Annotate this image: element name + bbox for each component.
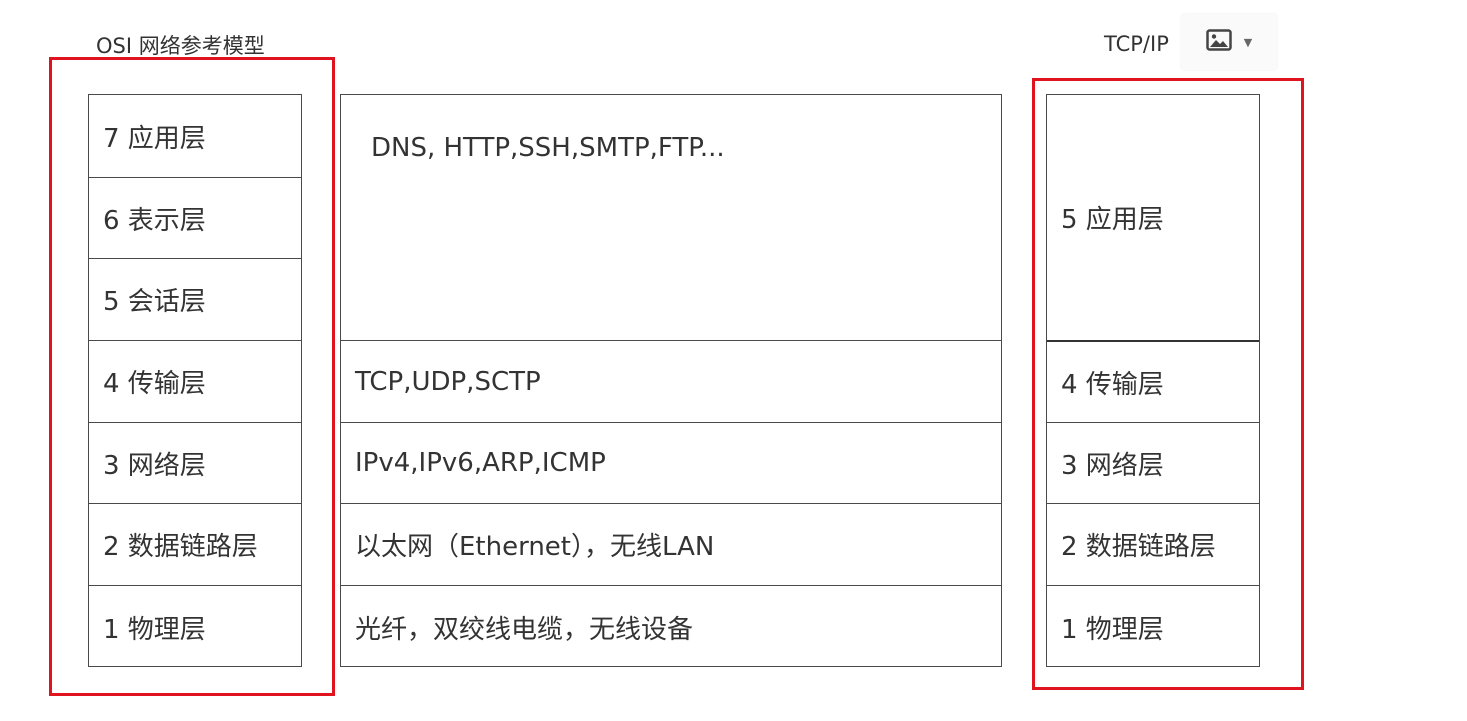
physical-protocols: 光纤，双绞线电缆，无线设备 — [341, 585, 1001, 668]
osi-highlight-box — [49, 57, 335, 696]
tcpip-layer-5: 5 应用层 — [1061, 205, 1164, 235]
osi-layer-7: 7 应用层 — [103, 123, 206, 154]
osi-layer-4: 4 传输层 — [89, 340, 301, 422]
network-protocols: IPv4,IPv6,ARP,ICMP — [341, 422, 1001, 503]
tcpip-layer-1: 1 物理层 — [1047, 585, 1259, 668]
osi-layer-2: 2 数据链路层 — [89, 503, 301, 585]
tcpip-highlight-box — [1032, 78, 1304, 690]
tcpip-layer-2: 2 数据链路层 — [1047, 503, 1259, 585]
tcpip-layer-stack: 5 应用层 4 传输层 3 网络层 2 数据链路层 1 物理层 — [1046, 94, 1260, 667]
osi-model-title: OSI 网络参考模型 — [96, 34, 265, 58]
tcpip-layer-4: 4 传输层 — [1047, 340, 1259, 422]
osi-layer-6: 6 表示层 — [89, 177, 301, 258]
transport-protocols: TCP,UDP,SCTP — [341, 340, 1001, 422]
protocol-stack: DNS, HTTP,SSH,SMTP,FTP... TCP,UDP,SCTP I… — [340, 94, 1002, 667]
osi-layer-stack: 7 应用层 6 表示层 5 会话层 4 传输层 3 网络层 2 数据链路层 1 … — [88, 94, 302, 667]
chevron-down-icon[interactable]: ▼ — [1243, 35, 1253, 49]
tcpip-model-title: TCP/IP — [1104, 32, 1169, 56]
osi-layer-3: 3 网络层 — [89, 422, 301, 503]
osi-layer-5: 5 会话层 — [89, 258, 301, 340]
image-insert-button[interactable]: ▼ — [1181, 14, 1277, 70]
tcpip-layer-3: 3 网络层 — [1047, 422, 1259, 503]
application-protocols: DNS, HTTP,SSH,SMTP,FTP... — [371, 133, 725, 163]
osi-layer-1: 1 物理层 — [89, 585, 301, 668]
image-icon — [1206, 29, 1232, 55]
datalink-protocols: 以太网（Ethernet），无线LAN — [341, 503, 1001, 585]
